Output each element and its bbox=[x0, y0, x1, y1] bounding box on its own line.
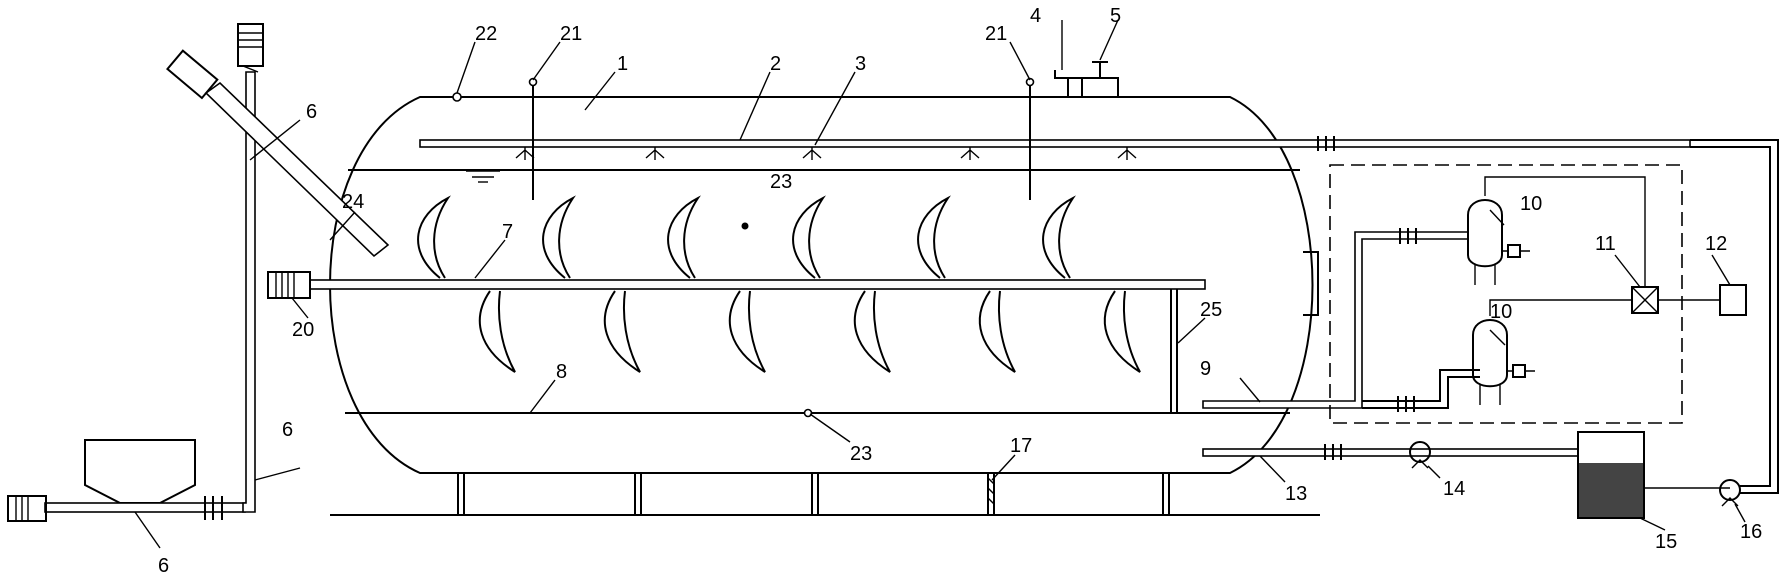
spray-valve bbox=[1317, 136, 1335, 151]
sensor-23-lower bbox=[803, 408, 813, 418]
label-7: 7 bbox=[502, 221, 513, 243]
label-4: 4 bbox=[1030, 5, 1041, 27]
label-6-inclined: 6 bbox=[306, 101, 317, 123]
part-labels: 1 2 3 4 5 6 6 6 7 8 9 10 10 11 12 13 14 … bbox=[158, 5, 1762, 577]
agitator-paddles bbox=[417, 195, 1141, 373]
label-1: 1 bbox=[617, 53, 628, 75]
label-25: 25 bbox=[1200, 299, 1222, 321]
gas-storage-12 bbox=[1719, 284, 1747, 316]
agitator-motor bbox=[267, 271, 311, 299]
separator-lower bbox=[1472, 308, 1535, 405]
horizontal-feed-screw bbox=[44, 502, 246, 513]
agitator-shaft bbox=[309, 279, 1206, 290]
label-10-upper: 10 bbox=[1520, 193, 1542, 215]
manhole bbox=[1303, 251, 1319, 316]
gas-meter-11 bbox=[1631, 286, 1659, 314]
label-3: 3 bbox=[855, 53, 866, 75]
label-23-upper: 23 bbox=[770, 171, 792, 193]
label-8: 8 bbox=[556, 361, 567, 383]
feed-motor-bottom bbox=[7, 495, 47, 522]
inclined-feeder-motor bbox=[166, 49, 219, 100]
inclined-feeder bbox=[204, 81, 390, 258]
gas-line-upper bbox=[1484, 176, 1646, 287]
feed-hopper bbox=[84, 439, 196, 504]
label-14: 14 bbox=[1443, 478, 1465, 500]
valve-upper bbox=[1399, 228, 1417, 244]
pump-14 bbox=[1409, 441, 1431, 469]
spray-nozzles bbox=[515, 147, 1137, 160]
label-2: 2 bbox=[770, 53, 781, 75]
label-21-left: 21 bbox=[560, 23, 582, 45]
label-17: 17 bbox=[1010, 435, 1032, 457]
internal-support bbox=[1170, 289, 1178, 413]
sensor-22 bbox=[452, 92, 462, 102]
tank-15 bbox=[1577, 431, 1645, 519]
gas-line-lower bbox=[1489, 299, 1632, 308]
feed-motor-top bbox=[237, 23, 264, 73]
label-6-vertical: 6 bbox=[282, 419, 293, 441]
feed-valve bbox=[204, 496, 223, 520]
top-nozzles bbox=[1054, 61, 1119, 97]
label-6-bottom: 6 bbox=[158, 555, 169, 577]
branch-to-lower-separator bbox=[1362, 369, 1480, 409]
label-15: 15 bbox=[1655, 531, 1677, 553]
label-23-lower: 23 bbox=[850, 443, 872, 465]
label-12: 12 bbox=[1705, 233, 1727, 255]
leader-lines bbox=[134, 19, 1746, 549]
label-10-lower: 10 bbox=[1490, 301, 1512, 323]
label-20: 20 bbox=[292, 319, 314, 341]
label-9: 9 bbox=[1200, 358, 1211, 380]
label-13: 13 bbox=[1285, 483, 1307, 505]
valve-lower bbox=[1397, 396, 1415, 412]
label-16: 16 bbox=[1740, 521, 1762, 543]
return-pipe bbox=[1690, 139, 1779, 494]
spray-pipe bbox=[419, 139, 1691, 148]
valve-13 bbox=[1324, 444, 1342, 460]
label-22: 22 bbox=[475, 23, 497, 45]
separator-module-boundary bbox=[1329, 164, 1683, 424]
pump-16 bbox=[1719, 479, 1741, 507]
drain-17 bbox=[987, 477, 995, 505]
sensor-23-upper bbox=[741, 222, 749, 230]
label-11: 11 bbox=[1595, 233, 1616, 255]
liquid-level-symbol bbox=[466, 170, 500, 183]
label-5: 5 bbox=[1110, 5, 1121, 27]
drain-pipe-13 bbox=[1202, 448, 1579, 457]
separator-upper bbox=[1467, 188, 1530, 285]
label-21-right: 21 bbox=[985, 23, 1007, 45]
label-24: 24 bbox=[342, 191, 364, 213]
vertical-feed-screw bbox=[242, 71, 256, 513]
vessel-legs bbox=[457, 472, 1170, 516]
